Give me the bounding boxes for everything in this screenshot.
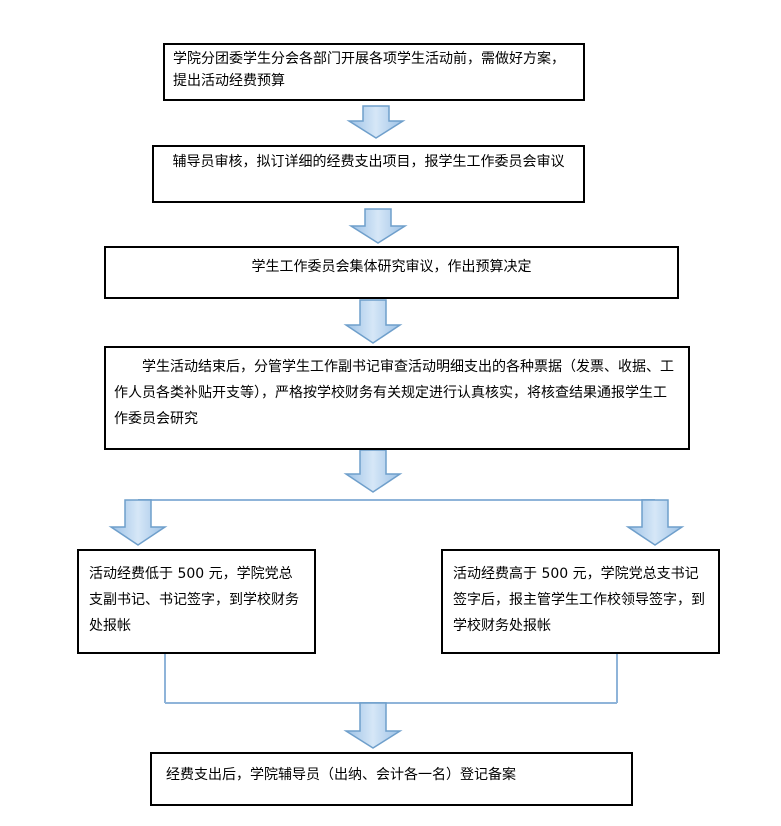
step-6-box: 经费支出后，学院辅导员（出纳、会计各一名）登记备案	[150, 752, 633, 806]
step-2-text: 辅导员审核，拟订详细的经费支出项目，报学生工作委员会审议	[172, 154, 565, 170]
down-arrow-left	[108, 499, 168, 546]
step-1-text: 学院分团委学生分会各部门开展各项学生活动前，需做好方案，提出活动经费预算	[173, 51, 565, 89]
step-5-low-text: 活动经费低于 500 元，学院党总支副书记、书记签字，到学校财务处报帐	[89, 566, 299, 634]
step-3-box: 学生工作委员会集体研究审议，作出预算决定	[104, 246, 679, 299]
down-arrow-right	[625, 499, 685, 546]
step-1-box: 学院分团委学生分会各部门开展各项学生活动前，需做好方案，提出活动经费预算	[163, 43, 585, 101]
step-5-high-text: 活动经费高于 500 元，学院党总支书记签字后，报主管学生工作校领导签字，到学校…	[453, 566, 705, 634]
step-3-text: 学生工作委员会集体研究审议，作出预算决定	[251, 259, 532, 275]
step-4-box: 学生活动结束后，分管学生工作副书记审查活动明细支出的各种票据（发票、收据、工作人…	[104, 346, 690, 450]
down-arrow-final	[343, 702, 403, 749]
step-5-high-box: 活动经费高于 500 元，学院党总支书记签字后，报主管学生工作校领导签字，到学校…	[441, 549, 720, 654]
down-arrow-2	[348, 208, 408, 244]
step-2-box: 辅导员审核，拟订详细的经费支出项目，报学生工作委员会审议	[152, 145, 585, 203]
step-4-text: 学生活动结束后，分管学生工作副书记审查活动明细支出的各种票据（发票、收据、工作人…	[114, 359, 674, 427]
step-6-text: 经费支出后，学院辅导员（出纳、会计各一名）登记备案	[166, 767, 516, 783]
down-arrow-3	[343, 299, 403, 344]
step-5-low-box: 活动经费低于 500 元，学院党总支副书记、书记签字，到学校财务处报帐	[77, 549, 316, 654]
down-arrow-1	[346, 105, 406, 139]
down-arrow-4	[343, 449, 403, 493]
